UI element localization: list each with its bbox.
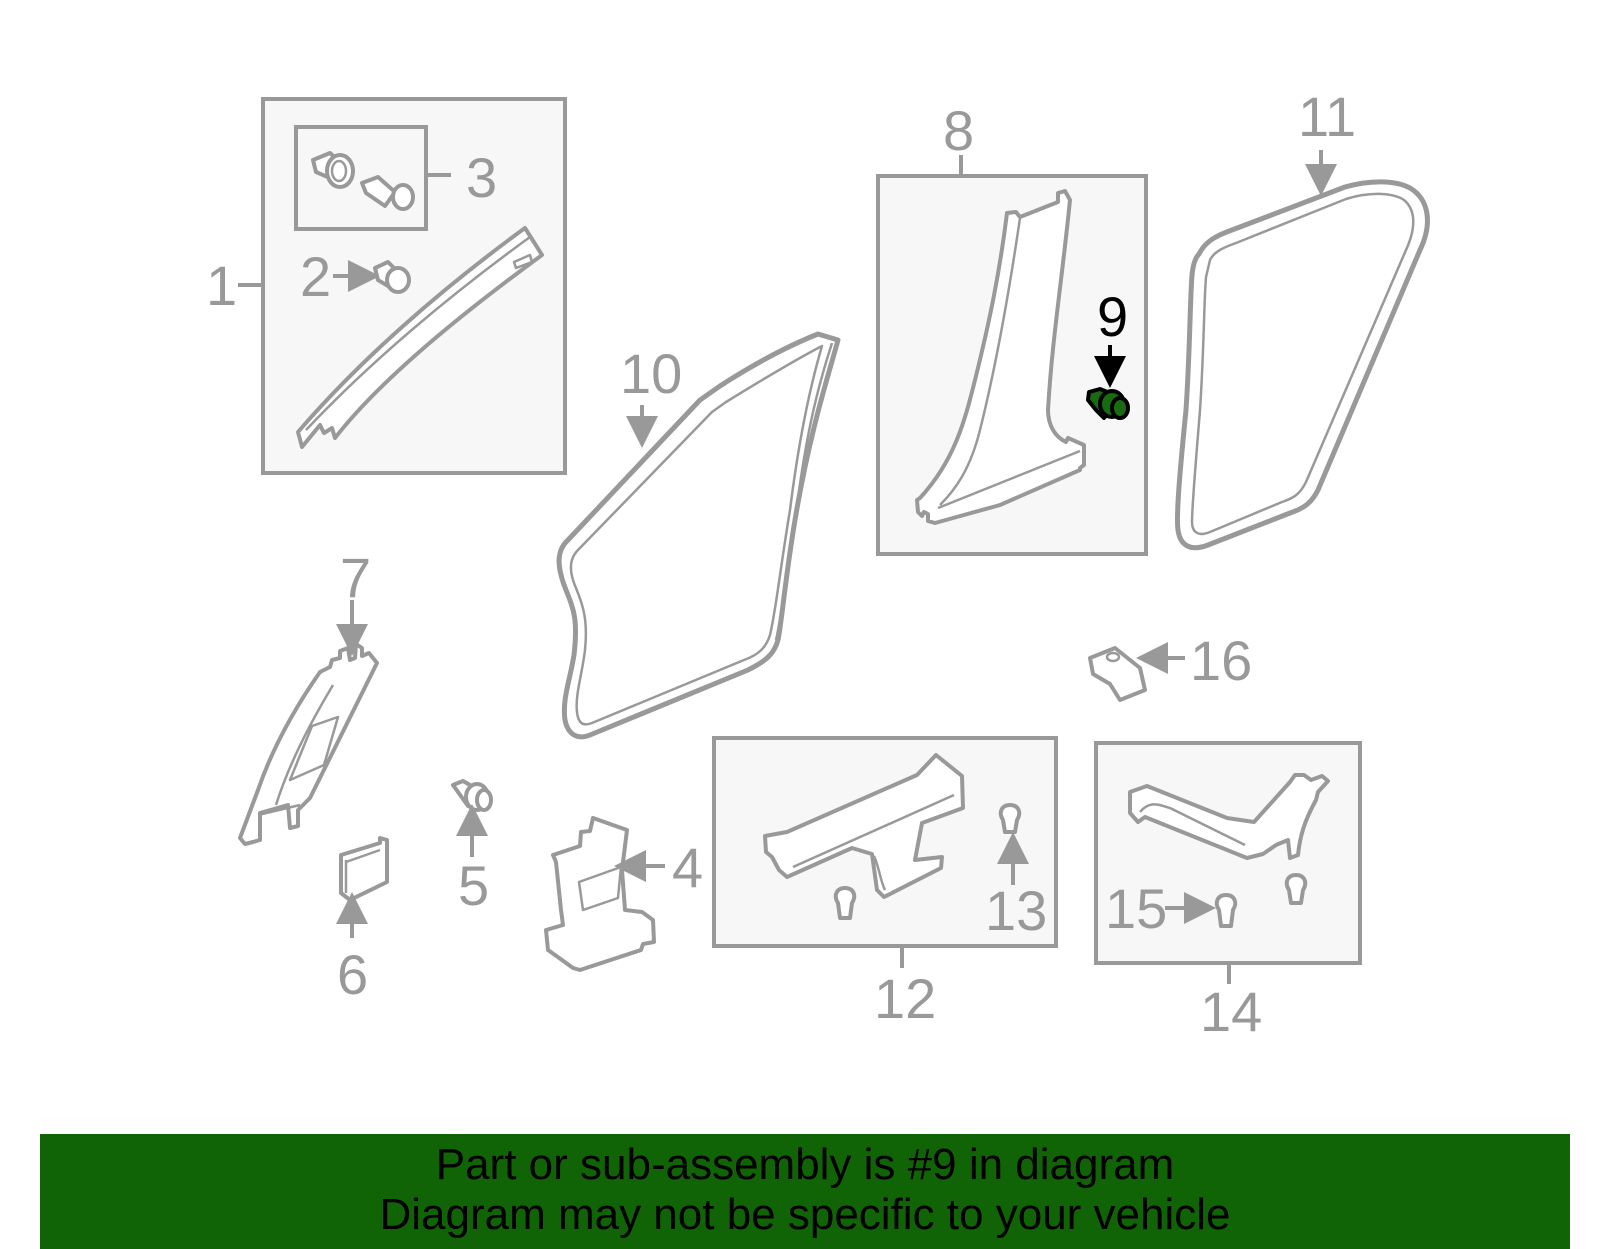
callout-12[interactable]: 12: [874, 967, 936, 1030]
callout-3[interactable]: 3: [466, 146, 497, 209]
part-5: 5: [451, 779, 493, 917]
part-16: 16: [1088, 629, 1252, 702]
callout-16[interactable]: 16: [1190, 629, 1252, 692]
callout-5[interactable]: 5: [458, 854, 489, 917]
callout-4[interactable]: 4: [672, 836, 703, 899]
clip-icon: [373, 260, 411, 294]
front-door-weatherstrip: 10: [556, 331, 841, 740]
callout-10[interactable]: 10: [620, 342, 682, 405]
highlighted-clip-part-9[interactable]: [1086, 387, 1130, 420]
clip-icon: [998, 803, 1022, 834]
group-box-1: 1 3 2: [206, 97, 567, 475]
b-pillar-trim-icon: [915, 189, 1086, 525]
callout-15[interactable]: 15: [1105, 877, 1167, 940]
part-6: 6: [336, 836, 389, 1006]
banner-line-part: Part or sub-assembly is #9 in diagram: [435, 1140, 1175, 1189]
rear-sill-trim-icon: [1128, 773, 1330, 860]
group-box-8: 8 9: [876, 99, 1148, 556]
callout-6[interactable]: 6: [337, 943, 368, 1006]
clip-icon: [1214, 893, 1238, 928]
a-pillar-trim-icon: [296, 226, 544, 449]
callout-1[interactable]: 1: [206, 254, 237, 317]
sill-trim-icon: [763, 753, 965, 899]
callout-9[interactable]: 9: [1097, 285, 1128, 348]
callout-14[interactable]: 14: [1200, 980, 1262, 1043]
clip-icon: [1284, 873, 1308, 905]
callout-2[interactable]: 2: [300, 245, 331, 308]
callout-8[interactable]: 8: [943, 99, 974, 162]
part-4: 4: [544, 816, 703, 972]
pin-icon: [360, 175, 415, 211]
clip-icon: [833, 886, 857, 920]
callout-7[interactable]: 7: [340, 546, 371, 609]
rear-door-weatherstrip: 11: [1174, 85, 1430, 551]
clip-icon: [311, 151, 355, 189]
group-box-14: 15 14: [1094, 741, 1362, 1043]
callout-13[interactable]: 13: [985, 879, 1047, 942]
banner-line-disclaimer: Diagram may not be specific to your vehi…: [379, 1190, 1231, 1239]
group-box-12: 13 12: [712, 736, 1058, 1030]
info-banner: Part or sub-assembly is #9 in diagram Di…: [40, 1134, 1570, 1249]
callout-11[interactable]: 11: [1298, 85, 1356, 148]
part-7: 7: [238, 546, 379, 846]
